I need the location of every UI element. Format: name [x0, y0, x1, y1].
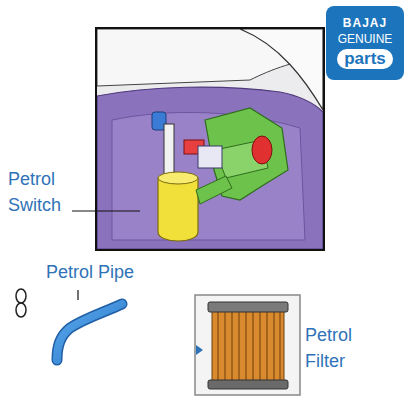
petrol-pipe: [57, 304, 122, 360]
switch-top: [158, 172, 198, 184]
petrol-switch-part: [158, 178, 198, 241]
filter-photo: [195, 295, 300, 395]
filter-cap: [208, 302, 288, 312]
leader-line: [77, 290, 78, 300]
part-label: Petrol Filter: [305, 322, 375, 374]
switch-illustration: [96, 28, 324, 250]
fuel-tank: [97, 87, 323, 249]
leader-line: [72, 210, 140, 211]
logo-text: GENUINE: [338, 33, 393, 47]
logo-badge: BAJAJ GENUINE parts: [326, 6, 404, 80]
photo-frame: [195, 295, 300, 395]
photo-marker: [196, 345, 203, 355]
filter-element: [212, 310, 284, 382]
filter-cap: [208, 380, 288, 389]
illustration-frame: [96, 28, 324, 250]
petrol-pipe-outline: [57, 304, 122, 360]
green-arm: [196, 176, 232, 204]
logo-text: BAJAJ: [343, 17, 387, 31]
logo-text: parts: [337, 49, 393, 70]
part-label: Petrol Switch: [8, 166, 74, 218]
o-ring: [16, 289, 26, 303]
o-ring: [16, 303, 26, 317]
switch-body: [198, 146, 222, 168]
red-knob: [252, 136, 272, 164]
part-label: Petrol Pipe: [46, 259, 134, 285]
